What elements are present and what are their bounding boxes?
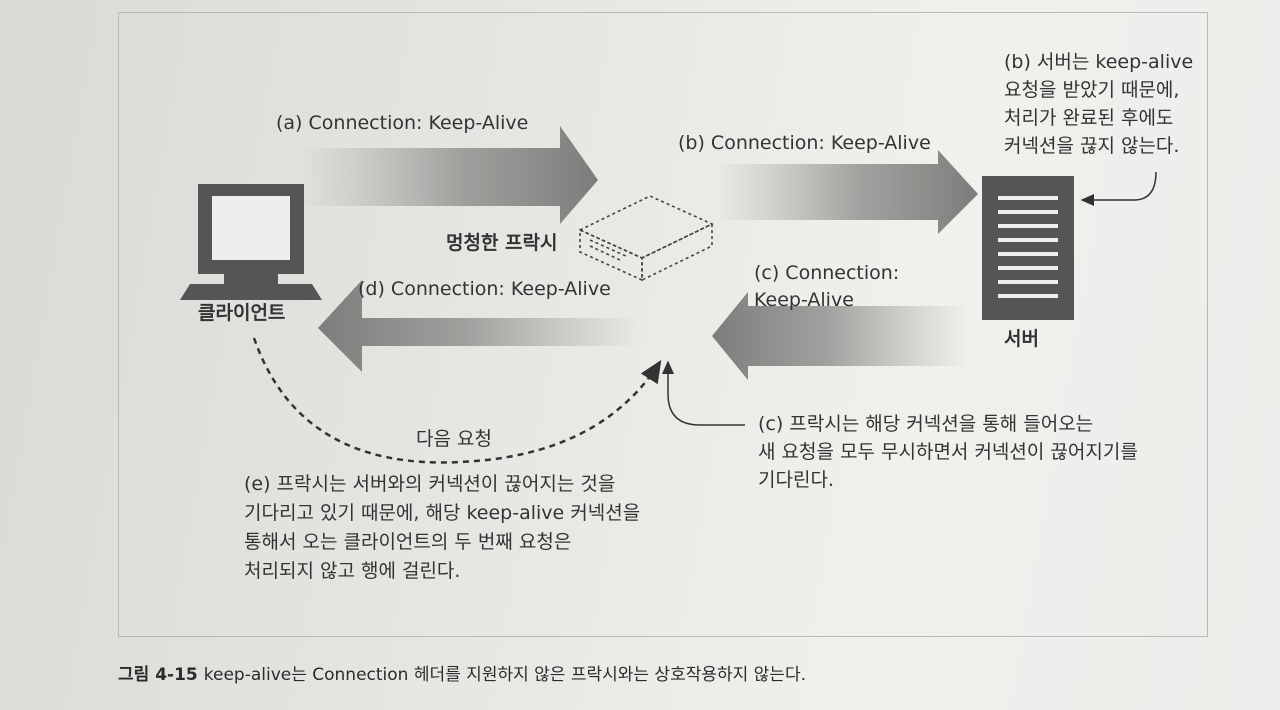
label-d: (d) Connection: Keep-Alive (358, 278, 611, 300)
label-b: (b) Connection: Keep-Alive (678, 132, 931, 154)
next-request-curve (252, 337, 662, 464)
server-tower-icon (982, 176, 1074, 320)
label-c: (c) Connection: Keep-Alive (754, 262, 900, 311)
server-note: (b) 서버는 keep-alive 요청을 받았기 때문에, 처리가 완료된 … (1004, 51, 1194, 157)
proxy-note-pointer (662, 360, 745, 426)
proxy-label: 멍청한 프락시 (446, 232, 558, 254)
client-computer-icon (180, 184, 322, 300)
proxy-box-icon (578, 195, 714, 282)
figure-frame (118, 12, 1208, 637)
arrow-c-server-to-proxy (712, 292, 968, 380)
figure-number: 그림 4-15 (118, 665, 198, 685)
proxy-note: (c) 프락시는 해당 커넥션을 통해 들어오는 새 요청을 모두 무시하면서 … (758, 413, 1138, 491)
figure-caption-text: keep-alive는 Connection 헤더를 지원하지 않은 프락시와는… (203, 665, 806, 685)
arrow-b-proxy-to-server (715, 150, 978, 234)
client-label: 클라이언트 (198, 302, 286, 324)
server-note-pointer (1080, 171, 1157, 206)
client-note: (e) 프락시는 서버와의 커넥션이 끊어지는 것을 기다리고 있기 때문에, … (244, 473, 641, 582)
next-request-label: 다음 요청 (416, 428, 492, 450)
arrow-a-client-to-proxy (300, 126, 598, 224)
arrow-d-proxy-to-client (318, 280, 640, 372)
server-label: 서버 (1004, 328, 1039, 350)
label-a: (a) Connection: Keep-Alive (276, 112, 529, 134)
